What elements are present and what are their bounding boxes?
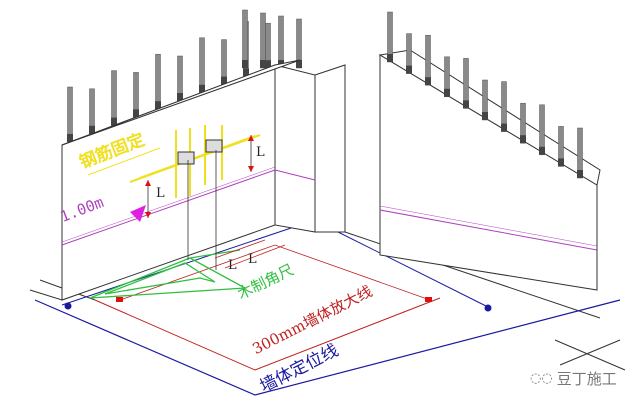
rebar [67, 86, 73, 143]
left-wall [61, 59, 346, 301]
rebar-coupler [520, 135, 526, 144]
dimension-l-label: L [156, 186, 165, 201]
rebar-coupler [501, 123, 507, 132]
rebar-coupler [463, 100, 469, 109]
rebar-coupler [221, 76, 227, 85]
square-tool [89, 249, 248, 299]
rebar-coupler [296, 60, 302, 68]
watermark: ◌◌ 豆丁施工 [530, 368, 617, 389]
rebar-coupler [111, 117, 117, 126]
level-marker-icon [130, 205, 146, 222]
rebar-coupler [89, 125, 95, 134]
rebar-coupler [155, 101, 161, 110]
wechat-icon: ◌◌ [530, 371, 553, 386]
offset-line [94, 297, 441, 371]
rebar-coupler [387, 54, 393, 62]
offset-point [425, 297, 432, 302]
rebar [111, 70, 117, 126]
rebar-coupler [199, 84, 205, 93]
rebar [199, 37, 205, 94]
rebar [155, 53, 161, 110]
rebar-coupler [482, 112, 488, 120]
right-wall [378, 49, 601, 291]
rebar-group-right [387, 11, 583, 179]
offset-point [116, 297, 123, 302]
rebar-coupler [260, 60, 266, 68]
axis-point [64, 302, 72, 310]
rebar [260, 12, 266, 69]
rebar-coupler [539, 146, 545, 155]
rebar-coupler [242, 60, 248, 68]
dimension-l-label: L [256, 145, 265, 160]
rebar-coupler [133, 109, 139, 118]
rebar-coupler [406, 65, 412, 74]
rebar-coupler [243, 68, 249, 77]
dimension-l-label: L [248, 252, 257, 267]
axis-point [484, 304, 492, 312]
rebar-coupler [177, 93, 183, 101]
wall-axis-line [34, 299, 621, 396]
rebar-coupler [265, 60, 271, 69]
rebar-coupler [444, 88, 450, 97]
fixing-blocks [177, 139, 223, 165]
dimension-l-label: L [228, 258, 237, 273]
rebar-coupler [425, 77, 431, 86]
rebar-coupler [558, 158, 564, 167]
rebar-coupler [577, 170, 583, 178]
rebar-group-left [67, 9, 302, 143]
rebar [242, 9, 248, 69]
rebar-coupler [67, 134, 73, 142]
watermark-text: 豆丁施工 [556, 370, 617, 388]
floor-dimensions [214, 239, 286, 269]
